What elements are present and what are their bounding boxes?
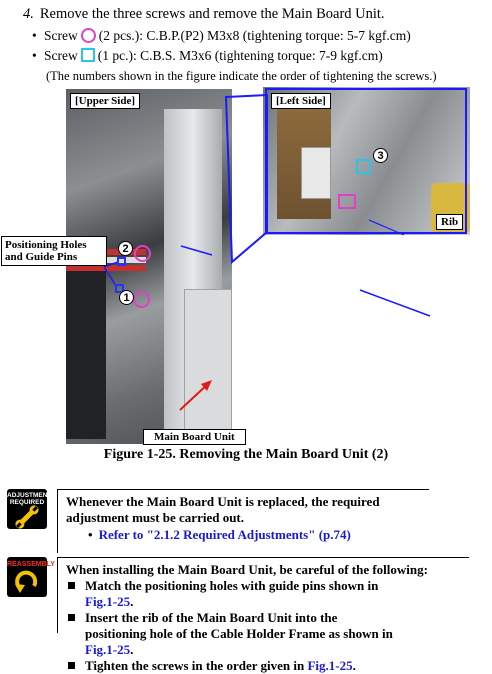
adjustment-note-box: Whenever the Main Board Unit is replaced… — [57, 489, 429, 553]
order-badge-2: 2 — [118, 241, 133, 256]
main-board-unit-label: Main Board Unit — [143, 429, 246, 445]
positioning-holes-label: Positioning Holes and Guide Pins — [1, 236, 107, 266]
step-heading: 4. Remove the three screws and remove the… — [23, 6, 385, 23]
upper-side-label: [Upper Side] — [70, 93, 140, 109]
reassembly-item: Tighten the screws in the order given in… — [68, 658, 461, 674]
reassembly-intro: When installing the Main Board Unit, be … — [66, 562, 428, 577]
figure-callout-lines — [103, 93, 431, 411]
guide-pin-upper-highlight — [117, 257, 126, 266]
step-number: 4. — [23, 6, 34, 22]
screw-bullet-1: • Screw(2 pcs.): C.B.P.(P2) M3x8 (tighte… — [32, 28, 411, 43]
tightening-order-note: (The numbers shown in the figure indicat… — [46, 69, 437, 83]
reassembly-item: Insert the rib of the Main Board Unit in… — [68, 610, 461, 658]
screw-spec-1: (2 pcs.): C.B.P.(P2) M3x8 (tightening to… — [98, 28, 411, 43]
magenta-circle-marker-icon — [80, 28, 96, 43]
order-badge-1: 1 — [119, 290, 134, 305]
rib-label: Rib — [436, 214, 464, 230]
screw-3-highlight — [356, 159, 371, 174]
screw-bullet-2: • Screw(1 pc.): C.B.S. M3x6 (tightening … — [32, 48, 383, 63]
order-badge-3: 3 — [373, 148, 388, 163]
step-text: Remove the three screws and remove the M… — [39, 6, 385, 22]
rib-highlight — [338, 194, 356, 209]
screw-1-highlight — [133, 291, 150, 308]
reassembly-note-box: When installing the Main Board Unit, be … — [57, 557, 469, 673]
reassembly-icon: REASSEMBLY — [7, 557, 55, 597]
left-side-photo — [263, 87, 470, 235]
screw-2-highlight — [134, 245, 151, 262]
adjustment-required-icon: ADJUSTMENT REQUIRED — [7, 489, 51, 529]
reassembly-item: Match the positioning holes with guide p… — [68, 578, 461, 610]
left-side-label: [Left Side] — [271, 93, 331, 109]
cyan-square-marker-icon — [80, 48, 95, 62]
adjustment-text: Whenever the Main Board Unit is replaced… — [66, 494, 380, 525]
screw-spec-2: (1 pc.): C.B.S. M3x6 (tightening torque:… — [97, 48, 383, 63]
adjustment-link[interactable]: Refer to "2.1.2 Required Adjustments" (p… — [98, 527, 351, 542]
figure-caption: Figure 1-25. Removing the Main Board Uni… — [103, 447, 389, 462]
